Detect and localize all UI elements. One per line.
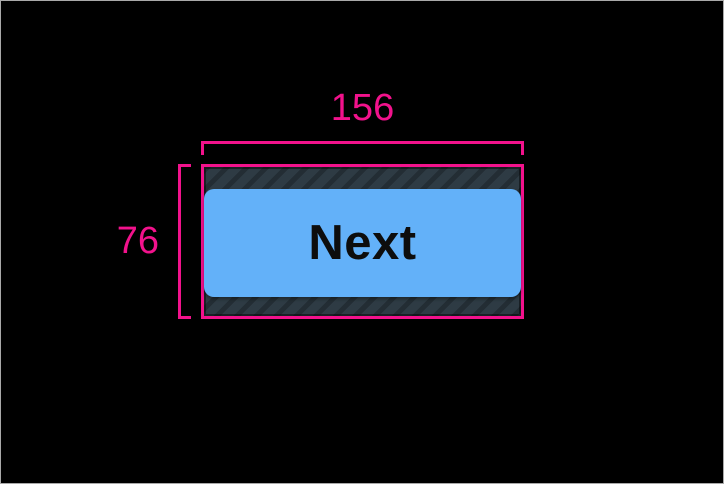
- next-button-label: Next: [308, 216, 417, 270]
- touch-target-bounds: Next: [201, 164, 524, 319]
- height-dimension-label: 76: [116, 220, 159, 262]
- next-button[interactable]: Next: [204, 189, 521, 297]
- width-dimension-label: 156: [330, 87, 395, 129]
- width-dimension-bracket: [201, 141, 524, 155]
- height-dimension-bracket: [178, 164, 191, 319]
